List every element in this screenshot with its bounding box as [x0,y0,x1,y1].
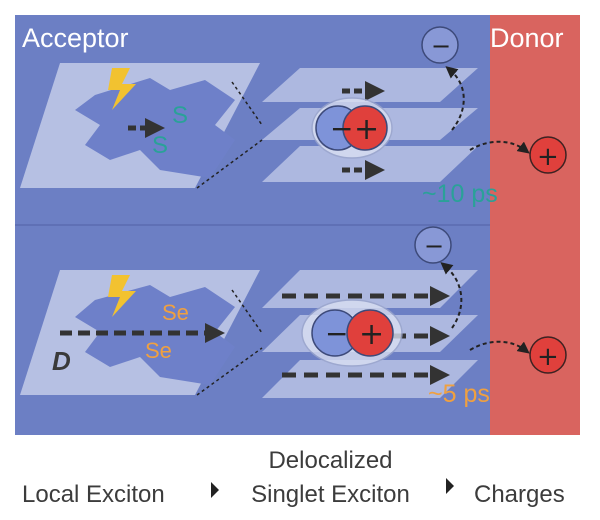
free-hole-sign: + [537,342,559,372]
zoom-line [196,347,263,396]
bottom-local-exciton: D Se Se [20,270,260,395]
stack-sheet [262,360,478,398]
donor-region [490,15,580,435]
bottom-timescale: ~5 ps [428,380,490,408]
lightning-icon [108,68,136,110]
electron-sign: − [325,317,348,350]
free-electron-sign: − [431,32,451,60]
state-symbol-s1: S [172,102,188,129]
zoom-line [196,139,263,189]
zoom-line [231,289,263,334]
hole-sign: + [359,317,384,352]
free-electron-sign: − [424,232,444,260]
bottom-delocalized-exciton: − + [262,270,478,398]
state-symbol-se1: Se [162,300,189,325]
caption-singlet-exciton: Singlet Exciton [251,481,410,508]
hole-particle [346,309,394,357]
free-electron [414,226,452,264]
caption-delocalized: Delocalized [268,447,393,474]
top-timescale: ~10 ps [422,180,498,208]
free-hole-sign: + [537,142,559,172]
free-hole [529,336,567,374]
stack-sheet [262,68,478,102]
diffusion-label: D [52,346,71,376]
caption-charges: Charges [474,481,565,508]
hole-transfer-arrow [469,140,530,154]
hole-sign: + [354,112,379,147]
caption-local-exciton: Local Exciton [22,481,165,508]
free-electron [421,26,459,64]
state-symbol-s2: S [152,132,168,159]
zoom-line [231,81,263,126]
top-local-exciton: S S [20,63,260,188]
lightning-icon [108,275,136,317]
electron-sign: − [330,112,353,145]
hole-particle [342,105,388,151]
donor-label: Donor [490,23,564,53]
acceptor-label: Acceptor [22,23,129,53]
electron-transfer-arrow [440,262,463,329]
free-hole [529,136,567,174]
caption-arrow-2 [446,478,454,494]
caption-arrow-1 [211,482,219,498]
top-charges: − + ~10 ps [421,26,567,208]
bottom-charges: − + ~5 ps [414,226,567,408]
hole-transfer-arrow [469,340,530,354]
state-symbol-se2: Se [145,338,172,363]
charge-separation-diagram: Acceptor Donor S S − + − + ~10 ps [15,15,580,435]
top-delocalized-exciton: − + [262,68,478,182]
